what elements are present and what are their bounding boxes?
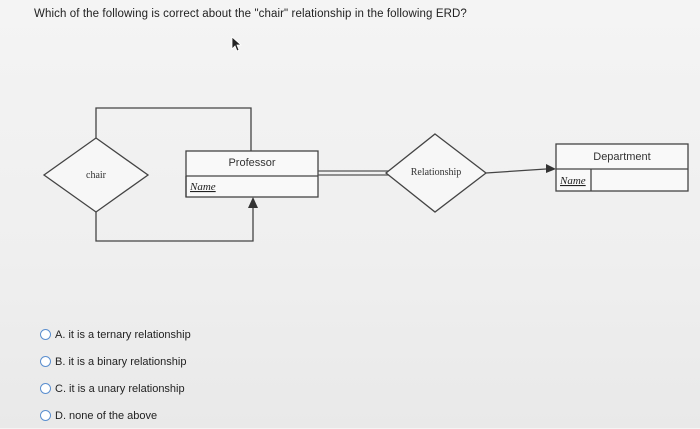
option-d-label: D. none of the above	[55, 409, 158, 422]
radio-b[interactable]	[40, 356, 51, 367]
option-b-label: B. it is a binary relationship	[55, 355, 187, 368]
professor-name-attr: Name	[189, 181, 216, 193]
relationship-label: Relationship	[411, 167, 462, 178]
option-a[interactable]: A. it is a ternary relationship	[40, 321, 191, 348]
chair-label: chair	[86, 170, 107, 181]
mouse-cursor-icon	[231, 36, 242, 52]
relationship-department-line	[485, 168, 547, 174]
relationship-diamond	[384, 133, 488, 213]
option-c-label: C. it is a unary relationship	[55, 382, 185, 395]
chair-arrowhead	[248, 197, 258, 208]
radio-a[interactable]	[40, 329, 51, 340]
professor-entity	[185, 150, 319, 198]
option-d[interactable]: D. none of the above	[40, 402, 191, 429]
option-a-label: A. it is a ternary relationship	[55, 328, 191, 341]
question-text: Which of the following is correct about …	[34, 8, 467, 20]
radio-c[interactable]	[40, 383, 51, 394]
chair-diamond	[42, 137, 150, 213]
answer-options: A. it is a ternary relationship B. it is…	[40, 321, 191, 429]
option-b[interactable]: B. it is a binary relationship	[40, 348, 191, 375]
option-c[interactable]: C. it is a unary relationship	[40, 375, 191, 402]
department-name-attr: Name	[559, 175, 586, 187]
professor-title: Professor	[228, 157, 275, 169]
radio-d[interactable]	[40, 410, 51, 421]
chair-top-line	[95, 107, 252, 151]
chair-bottom-line	[95, 204, 254, 242]
department-arrowhead	[546, 164, 556, 173]
department-title: Department	[593, 151, 650, 163]
department-entity	[555, 143, 689, 192]
